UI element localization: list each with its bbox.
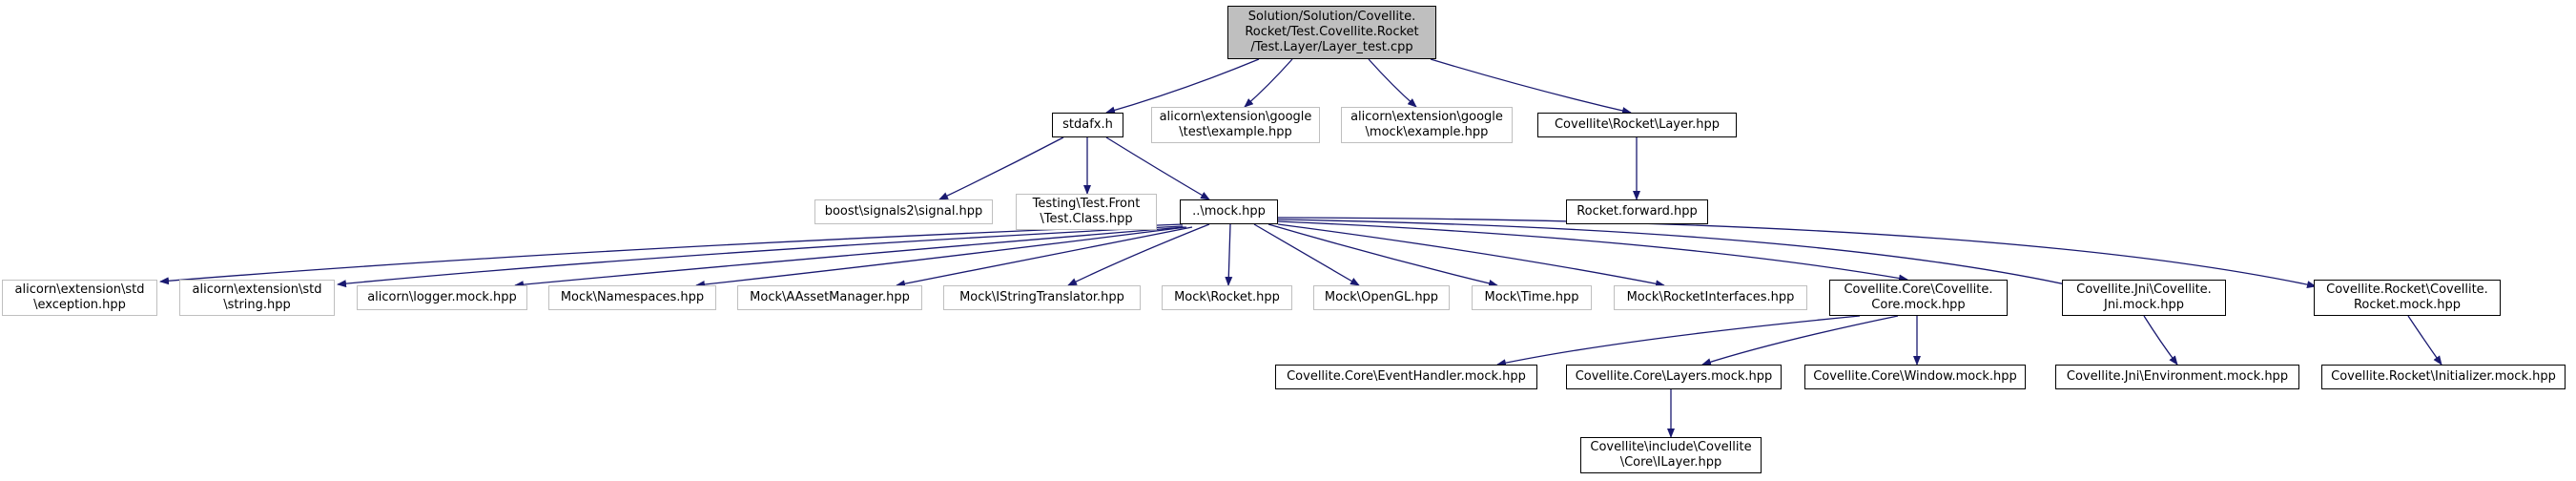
edge-root-gtest [1244,58,1293,108]
node-mock-string-translator: Mock\IStringTranslator.hpp [943,285,1141,310]
node-mock-hpp[interactable]: ..\mock.hpp [1180,199,1278,224]
edge-mock-logger [514,226,1185,289]
node-google-test-example: alicorn\extension\google \test\example.h… [1151,107,1320,143]
edge-mock-rocketmock [1277,217,2317,289]
edge-rocketmock-initializer [2407,315,2442,366]
node-mock-rocket: Mock\Rocket.hpp [1162,285,1292,310]
node-ilayer[interactable]: Covellite\include\Covellite \Core\ILayer… [1580,437,1762,473]
node-mock-asset-manager: Mock\AAssetManager.hpp [737,285,922,310]
node-stdafx[interactable]: stdafx.h [1052,113,1123,137]
node-rocket-forward[interactable]: Rocket.forward.hpp [1566,199,1708,224]
edge-stdafx-mock [1105,136,1210,200]
edge-core-layers [1701,315,1899,366]
node-core-mock[interactable]: Covellite.Core\Covellite. Core.mock.hpp [1829,280,2008,316]
edge-mock-string [337,225,1184,288]
node-root-layer-test-cpp: Solution/Solution/Covellite. Rocket/Test… [1227,6,1436,59]
node-jni-mock[interactable]: Covellite.Jni\Covellite. Jni.mock.hpp [2062,280,2226,316]
node-mock-rocket-interfaces: Mock\RocketInterfaces.hpp [1614,285,1807,310]
edge-root-gmock [1368,58,1417,108]
node-mock-time: Mock\Time.hpp [1472,285,1592,310]
edge-mock-interfaces [1277,223,1665,288]
edge-mock-namespaces [695,226,1187,289]
node-rocket-mock[interactable]: Covellite.Rocket\Covellite. Rocket.mock.… [2314,280,2501,316]
edge-mock-opengl [1253,223,1360,286]
node-rocket-layer-hpp[interactable]: Covellite\Rocket\Layer.hpp [1537,113,1737,137]
node-google-mock-example: alicorn\extension\google \mock\example.h… [1341,107,1513,143]
edge-mock-core [1277,220,1908,282]
node-window-mock[interactable]: Covellite.Core\Window.mock.hpp [1804,365,2026,389]
edge-core-eventhandler [1496,315,1861,367]
edge-mock-time [1267,223,1498,287]
edge-root-stdafx [1105,58,1260,115]
node-layers-mock[interactable]: Covellite.Core\Layers.mock.hpp [1566,365,1782,389]
edge-root-layer [1430,58,1632,115]
node-mock-namespaces: Mock\Namespaces.hpp [548,285,716,310]
node-event-handler-mock[interactable]: Covellite.Core\EventHandler.mock.hpp [1275,365,1537,389]
node-initializer-mock[interactable]: Covellite.Rocket\Initializer.mock.hpp [2321,365,2566,389]
node-logger-mock: alicorn\logger.mock.hpp [357,285,527,310]
node-test-class: Testing\Test.Front \Test.Class.hpp [1016,194,1157,230]
edge-stdafx-signal [938,136,1064,200]
edge-mock-asset [896,226,1193,288]
node-boost-signal: boost\signals2\signal.hpp [814,199,993,224]
edge-mock-translator [1067,223,1210,286]
node-std-string: alicorn\extension\std \string.hpp [179,280,335,316]
edge-jni-environment [2143,315,2178,366]
node-environment-mock[interactable]: Covellite.Jni\Environment.mock.hpp [2055,365,2299,389]
node-mock-opengl: Mock\OpenGL.hpp [1313,285,1450,310]
edge-mock-jni [1277,219,2075,288]
edge-mock-rocket [1225,223,1233,286]
node-std-exception: alicorn\extension\std \exception.hpp [2,280,157,316]
edge-mock-exception [159,223,1184,285]
